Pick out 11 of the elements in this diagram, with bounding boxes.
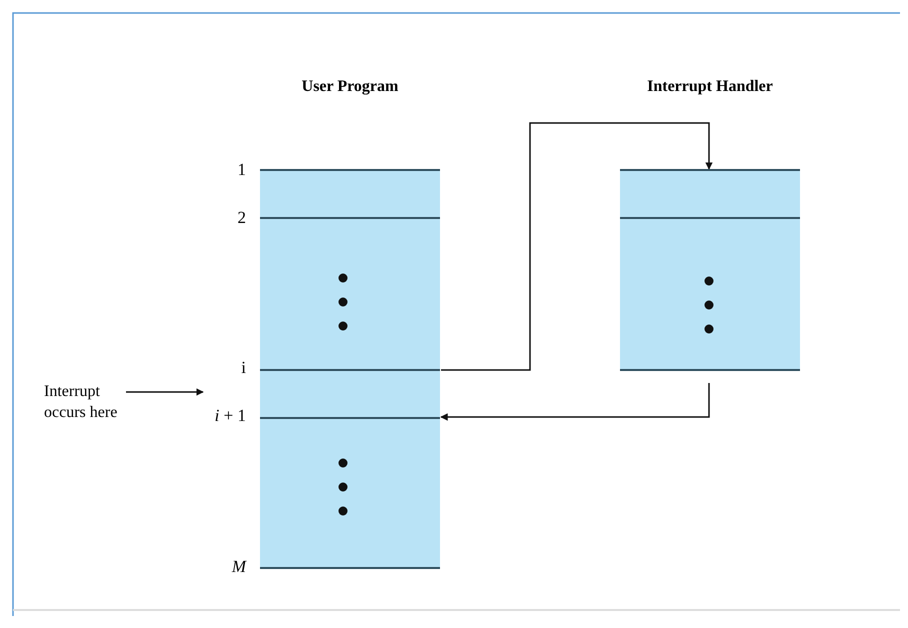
column-heading: User Program: [302, 78, 398, 96]
arrow: [441, 122, 713, 371]
arrow: [126, 388, 204, 396]
row-number: i: [241, 358, 246, 378]
arrow: [440, 383, 710, 421]
row-number: 1: [238, 160, 246, 180]
row-number: M: [232, 557, 246, 577]
row-number: i + 1: [214, 406, 246, 426]
row-number: 2: [238, 208, 246, 228]
note-text: Interrupt occurs here: [44, 381, 126, 425]
column-heading: Interrupt Handler: [647, 78, 773, 96]
